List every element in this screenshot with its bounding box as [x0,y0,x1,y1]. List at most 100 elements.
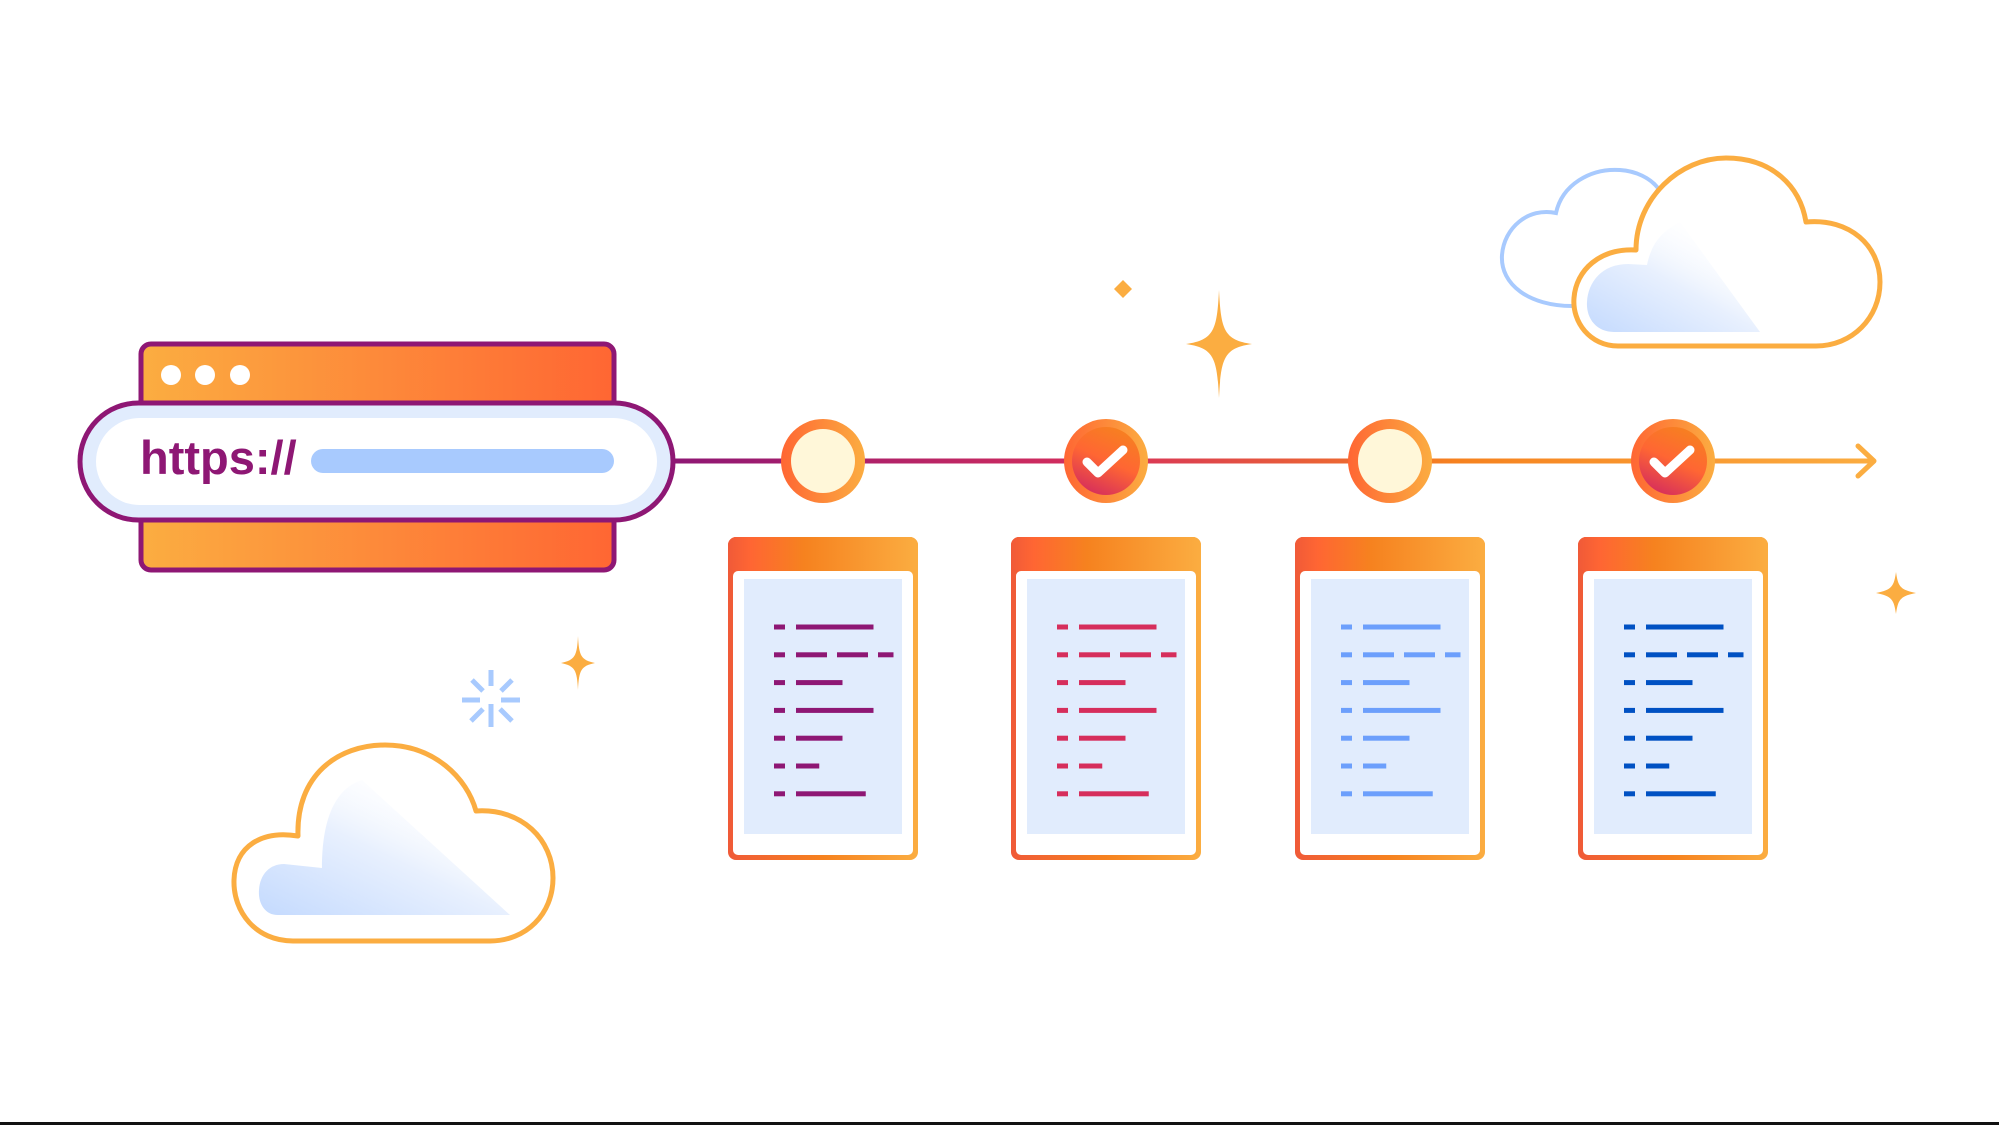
document-card-3 [1295,537,1485,860]
code-line-segment [1646,652,1677,658]
code-line-segment [1057,735,1068,741]
code-line-segment [1624,624,1635,630]
code-line-segment [837,652,868,658]
document-card-2 [1011,537,1201,860]
cloud-shading [258,780,510,915]
code-line-segment [1341,652,1352,658]
pipeline-step-4 [1631,419,1715,503]
code-line-segment [1079,680,1126,686]
step-pending-fill [1358,429,1422,493]
code-line-segment [1624,763,1635,769]
code-line-segment [1341,791,1352,797]
code-line-segment [1624,791,1635,797]
code-line-segment [1445,652,1461,658]
code-line-segment [1057,791,1068,797]
sparkle-right-icon [1876,572,1916,614]
sparkles [462,280,1916,727]
document-card-4 [1578,537,1768,860]
code-line-segment [1341,735,1352,741]
browser-window: https:// [77,341,676,573]
url-prefix: https:// [140,431,297,484]
document-header [1295,537,1485,571]
code-line-segment [774,791,785,797]
window-dot-icon [230,365,250,385]
sparkle-small-icon [561,636,595,690]
pipeline-step-2 [1064,419,1148,503]
cloud-pair-top-right [1499,155,1883,349]
code-line-segment [1646,763,1670,769]
document-header [1011,537,1201,571]
code-line-segment [796,763,820,769]
pipeline-step-1 [781,419,865,503]
cloud-front-shading [1586,222,1760,332]
code-line-segment [1363,763,1387,769]
code-line-segment [796,735,843,741]
code-line-segment [878,652,894,658]
code-line-segment [1363,624,1441,630]
code-line-segment [1057,624,1068,630]
checkmark-icon [1082,445,1128,478]
code-line-segment [796,624,874,630]
code-line-segment [796,707,874,713]
code-line-segment [1079,791,1149,797]
code-line-segment [1057,763,1068,769]
code-line-segment [1079,735,1126,741]
window-dot-icon [161,365,181,385]
code-line-segment [1079,707,1157,713]
code-line-segment [796,680,843,686]
code-line-segment [1646,707,1724,713]
arrow-head-icon [1855,443,1877,479]
pipeline-step-3 [1348,419,1432,503]
code-line-segment [1079,763,1103,769]
code-line-segment [1057,707,1068,713]
code-line-segment [1120,652,1151,658]
window-dots [161,365,250,385]
burst-icon [462,670,520,727]
bottom-divider [0,1122,1999,1125]
cloud-bottom-left [231,742,556,944]
code-line-segment [1646,680,1693,686]
code-line-segment [796,652,827,658]
code-line-segment [1728,652,1744,658]
code-line-segment [774,680,785,686]
code-line-segment [1363,652,1394,658]
code-line-segment [1363,680,1410,686]
code-line-segment [1363,791,1433,797]
code-line-segment [1341,707,1352,713]
document-card-1 [728,537,918,860]
code-line-segment [1624,707,1635,713]
code-line-segment [1646,624,1724,630]
code-line-segment [1404,652,1435,658]
code-line-segment [1646,735,1693,741]
code-line-segment [1341,763,1352,769]
step-pending-fill [791,429,855,493]
checkmark-icon [1649,445,1695,478]
code-line-segment [1624,680,1635,686]
pipeline-nodes [781,419,1715,503]
code-line-segment [796,791,866,797]
code-line-segment [1057,680,1068,686]
code-line-segment [1624,735,1635,741]
code-line-segment [774,763,785,769]
code-line-segment [1161,652,1177,658]
window-dot-icon [195,365,215,385]
code-line-segment [1057,652,1068,658]
document-header [728,537,918,571]
code-line-segment [1341,680,1352,686]
code-line-segment [774,707,785,713]
code-line-segment [1624,652,1635,658]
url-placeholder-bar [311,449,614,473]
code-line-segment [774,735,785,741]
code-line-segment [774,652,785,658]
code-line-segment [1646,791,1716,797]
code-line-segment [774,624,785,630]
document-cards [728,537,1768,860]
sparkle-large-icon [1186,290,1252,398]
diamond-sparkle-icon [1114,280,1132,298]
document-header [1578,537,1768,571]
code-line-segment [1341,624,1352,630]
code-line-segment [1079,624,1157,630]
code-line-segment [1363,707,1441,713]
code-line-segment [1687,652,1718,658]
